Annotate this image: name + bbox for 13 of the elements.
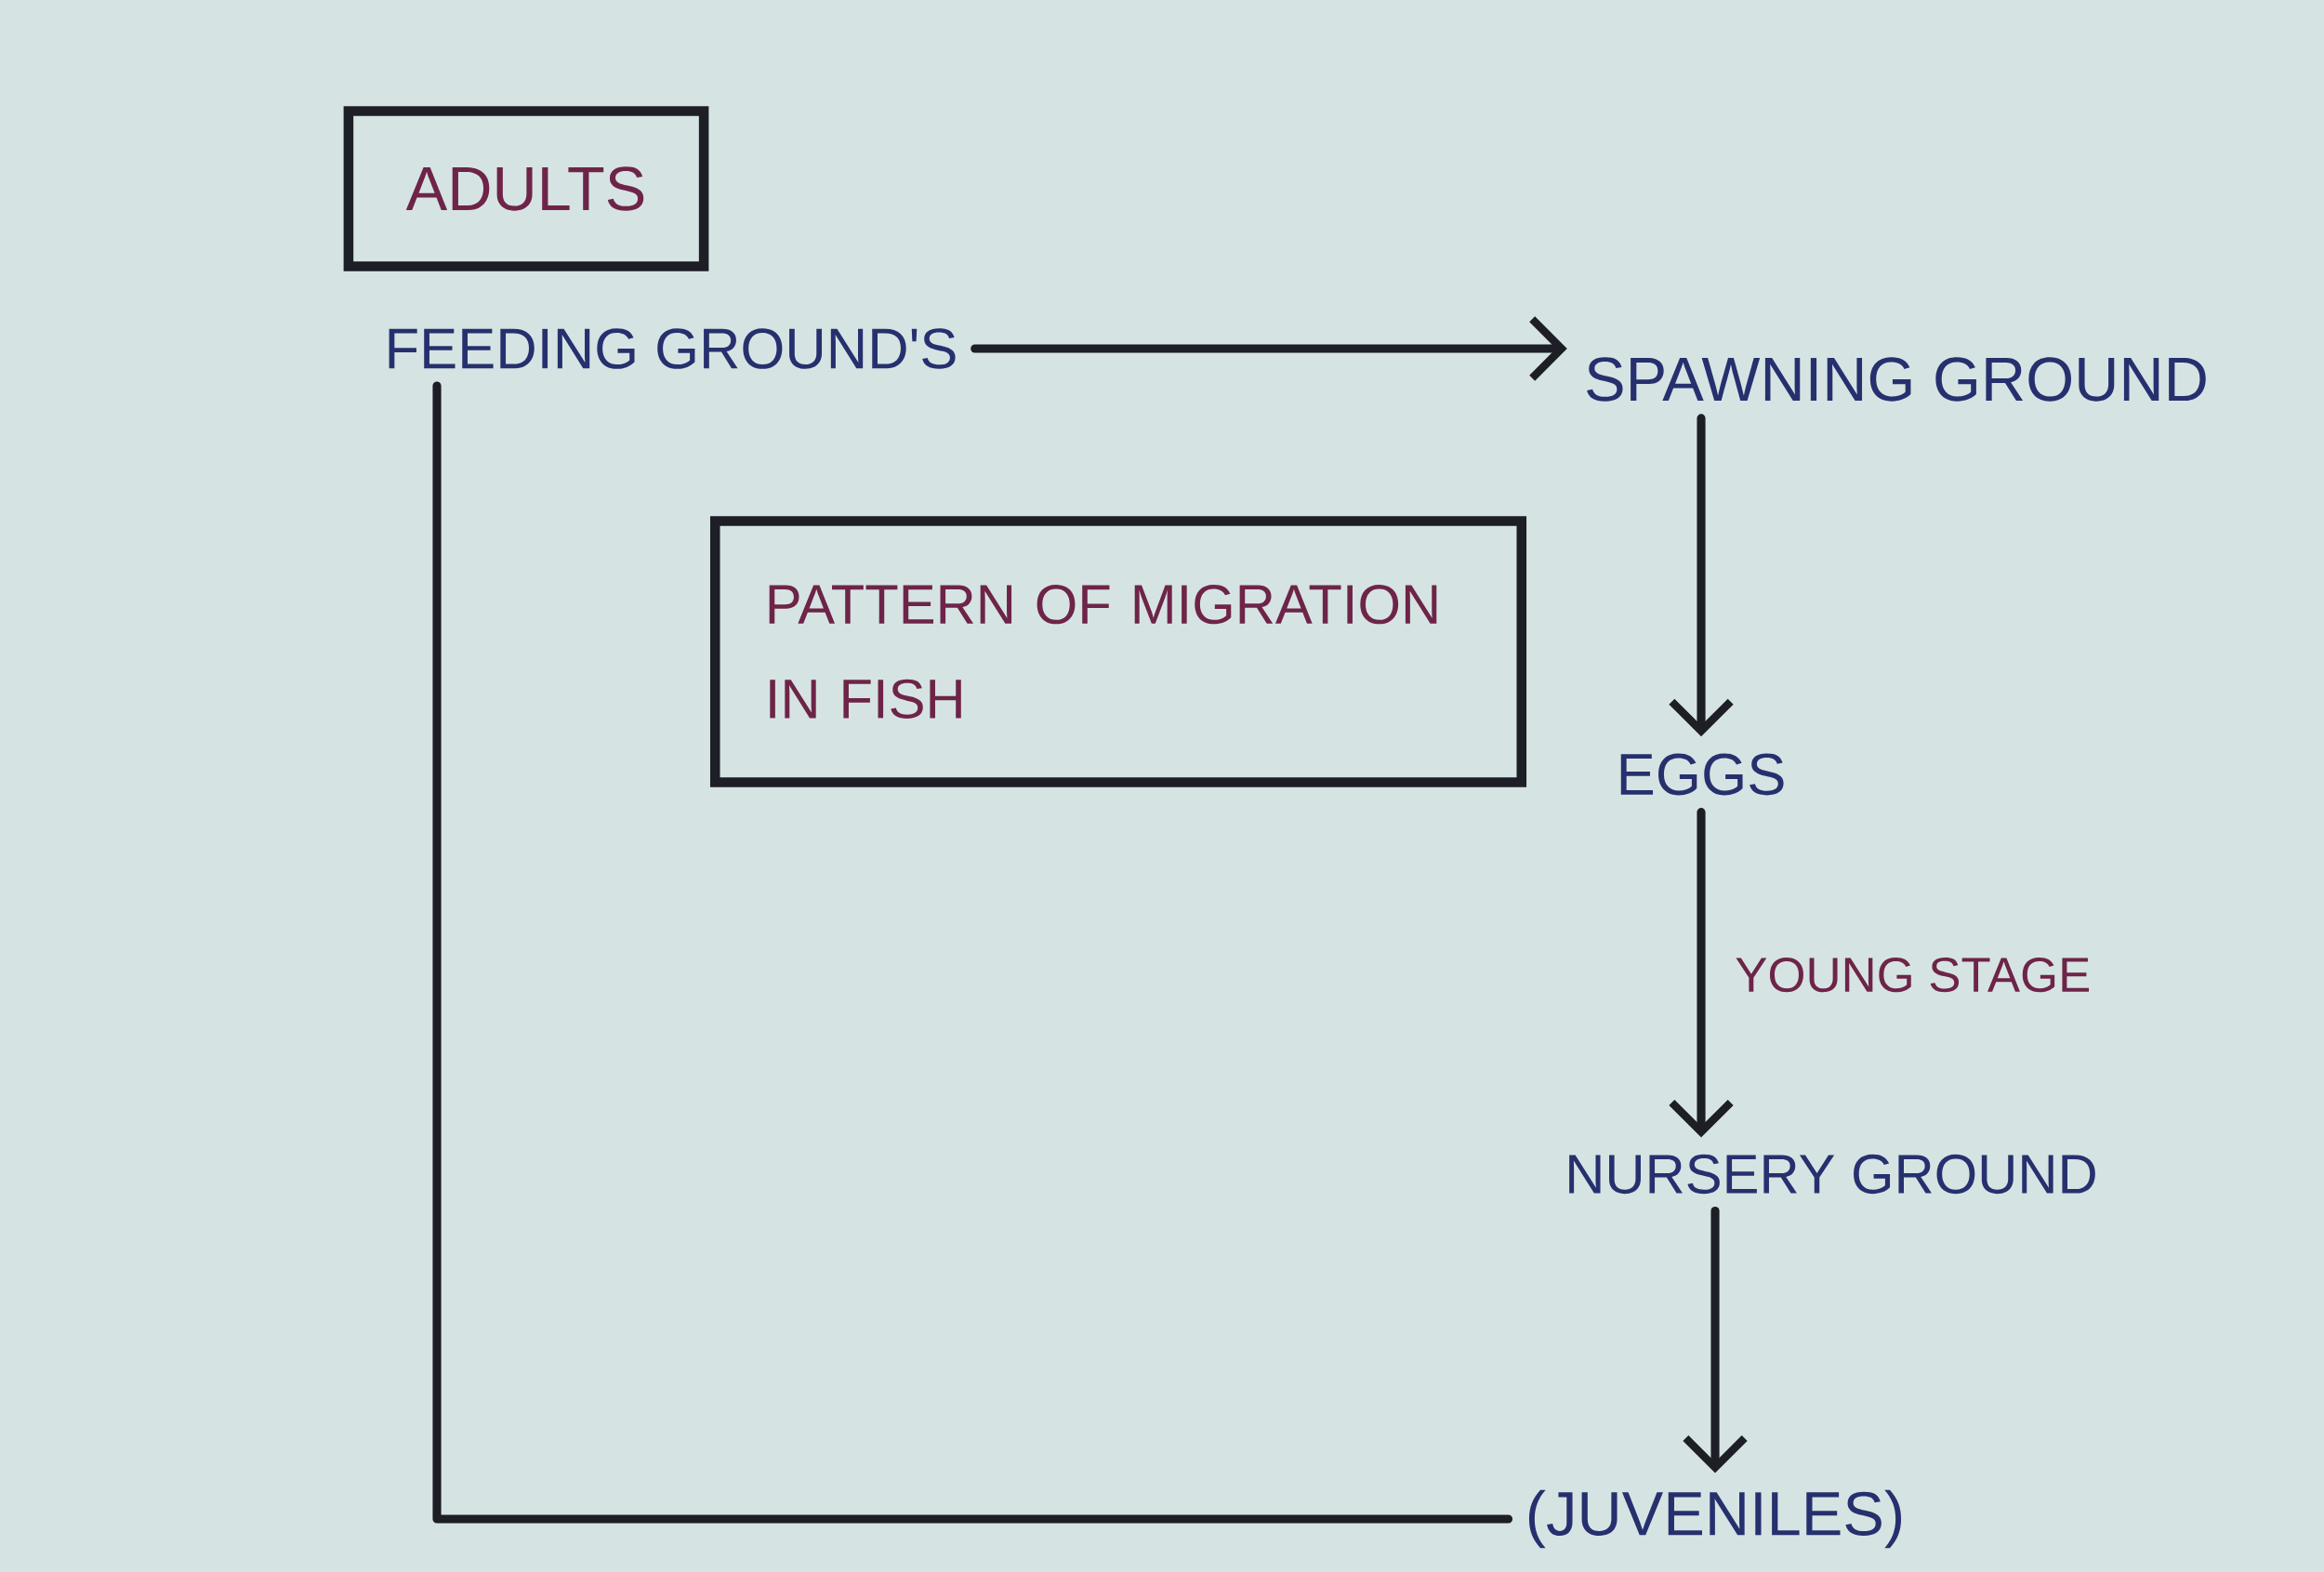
- arrow: [971, 316, 1567, 381]
- stage-label: NURSERY GROUND: [1569, 1154, 2095, 1195]
- stage-label: EGGS: [1620, 753, 1784, 796]
- arrow: [1669, 808, 1734, 1138]
- title-box: PATTERN OF MIGRATION IN FISH: [710, 516, 1527, 787]
- stage-label: SPAWNING GROUND: [1587, 357, 2206, 402]
- arrow: [1669, 414, 1734, 737]
- connector-line: [432, 381, 1513, 1524]
- arrow: [1683, 1206, 1748, 1473]
- stage-label: FEEDING GROUND'S: [389, 328, 956, 369]
- stage-label: (JUVENILES): [1528, 1489, 1902, 1549]
- edge-label: YOUNG STAGE: [1724, 947, 2101, 1002]
- label-box: ADULTS: [343, 106, 709, 271]
